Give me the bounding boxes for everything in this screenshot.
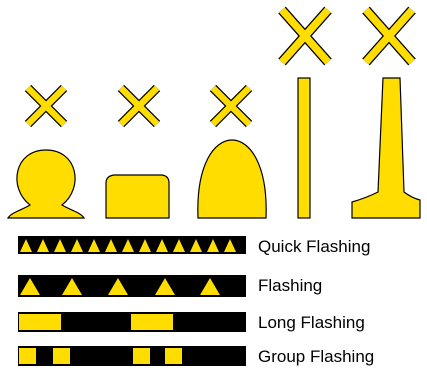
flashing-pattern xyxy=(18,275,246,297)
pillar-buoy-icon xyxy=(105,174,170,219)
legend-label-long-flashing: Long Flashing xyxy=(258,313,365,332)
spar-buoy-icon xyxy=(297,77,311,219)
x-cross-topmark-icon xyxy=(209,84,253,128)
legend-label-flashing: Flashing xyxy=(258,276,323,295)
conical-buoy-icon xyxy=(197,139,267,219)
long-flashing-pattern xyxy=(18,312,246,332)
spherical-buoy-icon xyxy=(6,149,86,219)
x-cross-topmark-icon xyxy=(117,84,161,128)
tower-pillar-buoy-icon xyxy=(351,77,421,219)
quick-flashing-pattern xyxy=(18,236,246,254)
legend-label-quick-flashing: Quick Flashing xyxy=(258,237,371,256)
group-flashing-pattern xyxy=(18,346,246,366)
x-cross-topmark-icon xyxy=(362,6,416,66)
legend-label-group-flashing: Group Flashing xyxy=(258,347,375,366)
x-cross-topmark-icon xyxy=(24,84,68,128)
x-cross-topmark-icon xyxy=(278,6,332,66)
